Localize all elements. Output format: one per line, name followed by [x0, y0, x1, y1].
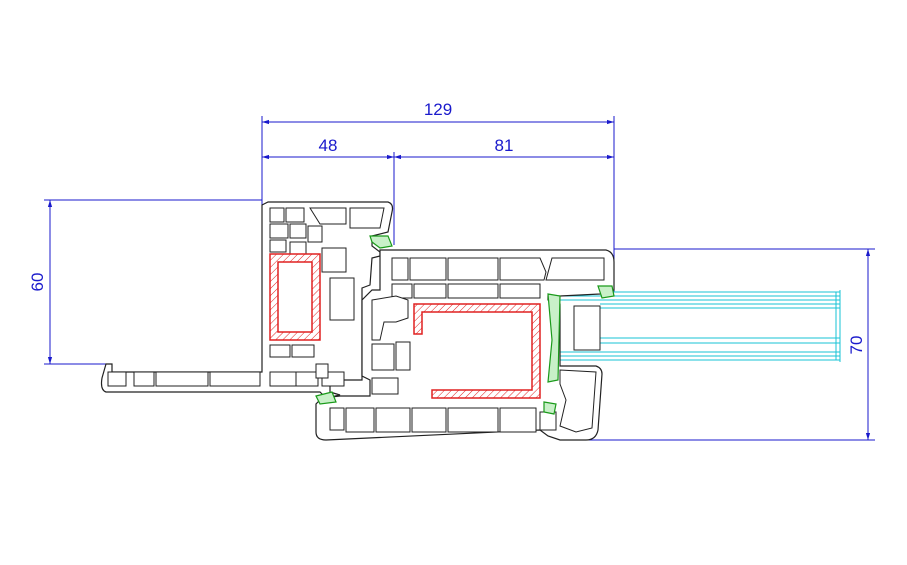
- frame-profile: [100, 201, 394, 399]
- glazing-gasket-outer: [547, 293, 561, 383]
- dimension-labels: 129 48 81 60 70: [28, 100, 866, 354]
- frame-bottom-gasket: [315, 391, 337, 405]
- dimension-lines: [44, 116, 875, 441]
- glazing-gasket-inner: [543, 401, 557, 415]
- overall-width-label: 129: [424, 100, 452, 119]
- frame-width-label: 48: [319, 136, 338, 155]
- gaskets: [315, 235, 615, 415]
- sash-height-label: 70: [847, 336, 866, 355]
- sash-profile: [315, 249, 615, 441]
- sash-width-label: 81: [495, 136, 514, 155]
- sash-steel-reinforcement: [413, 303, 541, 399]
- sash-outer-gasket: [597, 285, 615, 299]
- glazing-unit: [560, 290, 841, 362]
- frame-height-label: 60: [28, 273, 47, 292]
- frame-top-gasket: [369, 235, 393, 249]
